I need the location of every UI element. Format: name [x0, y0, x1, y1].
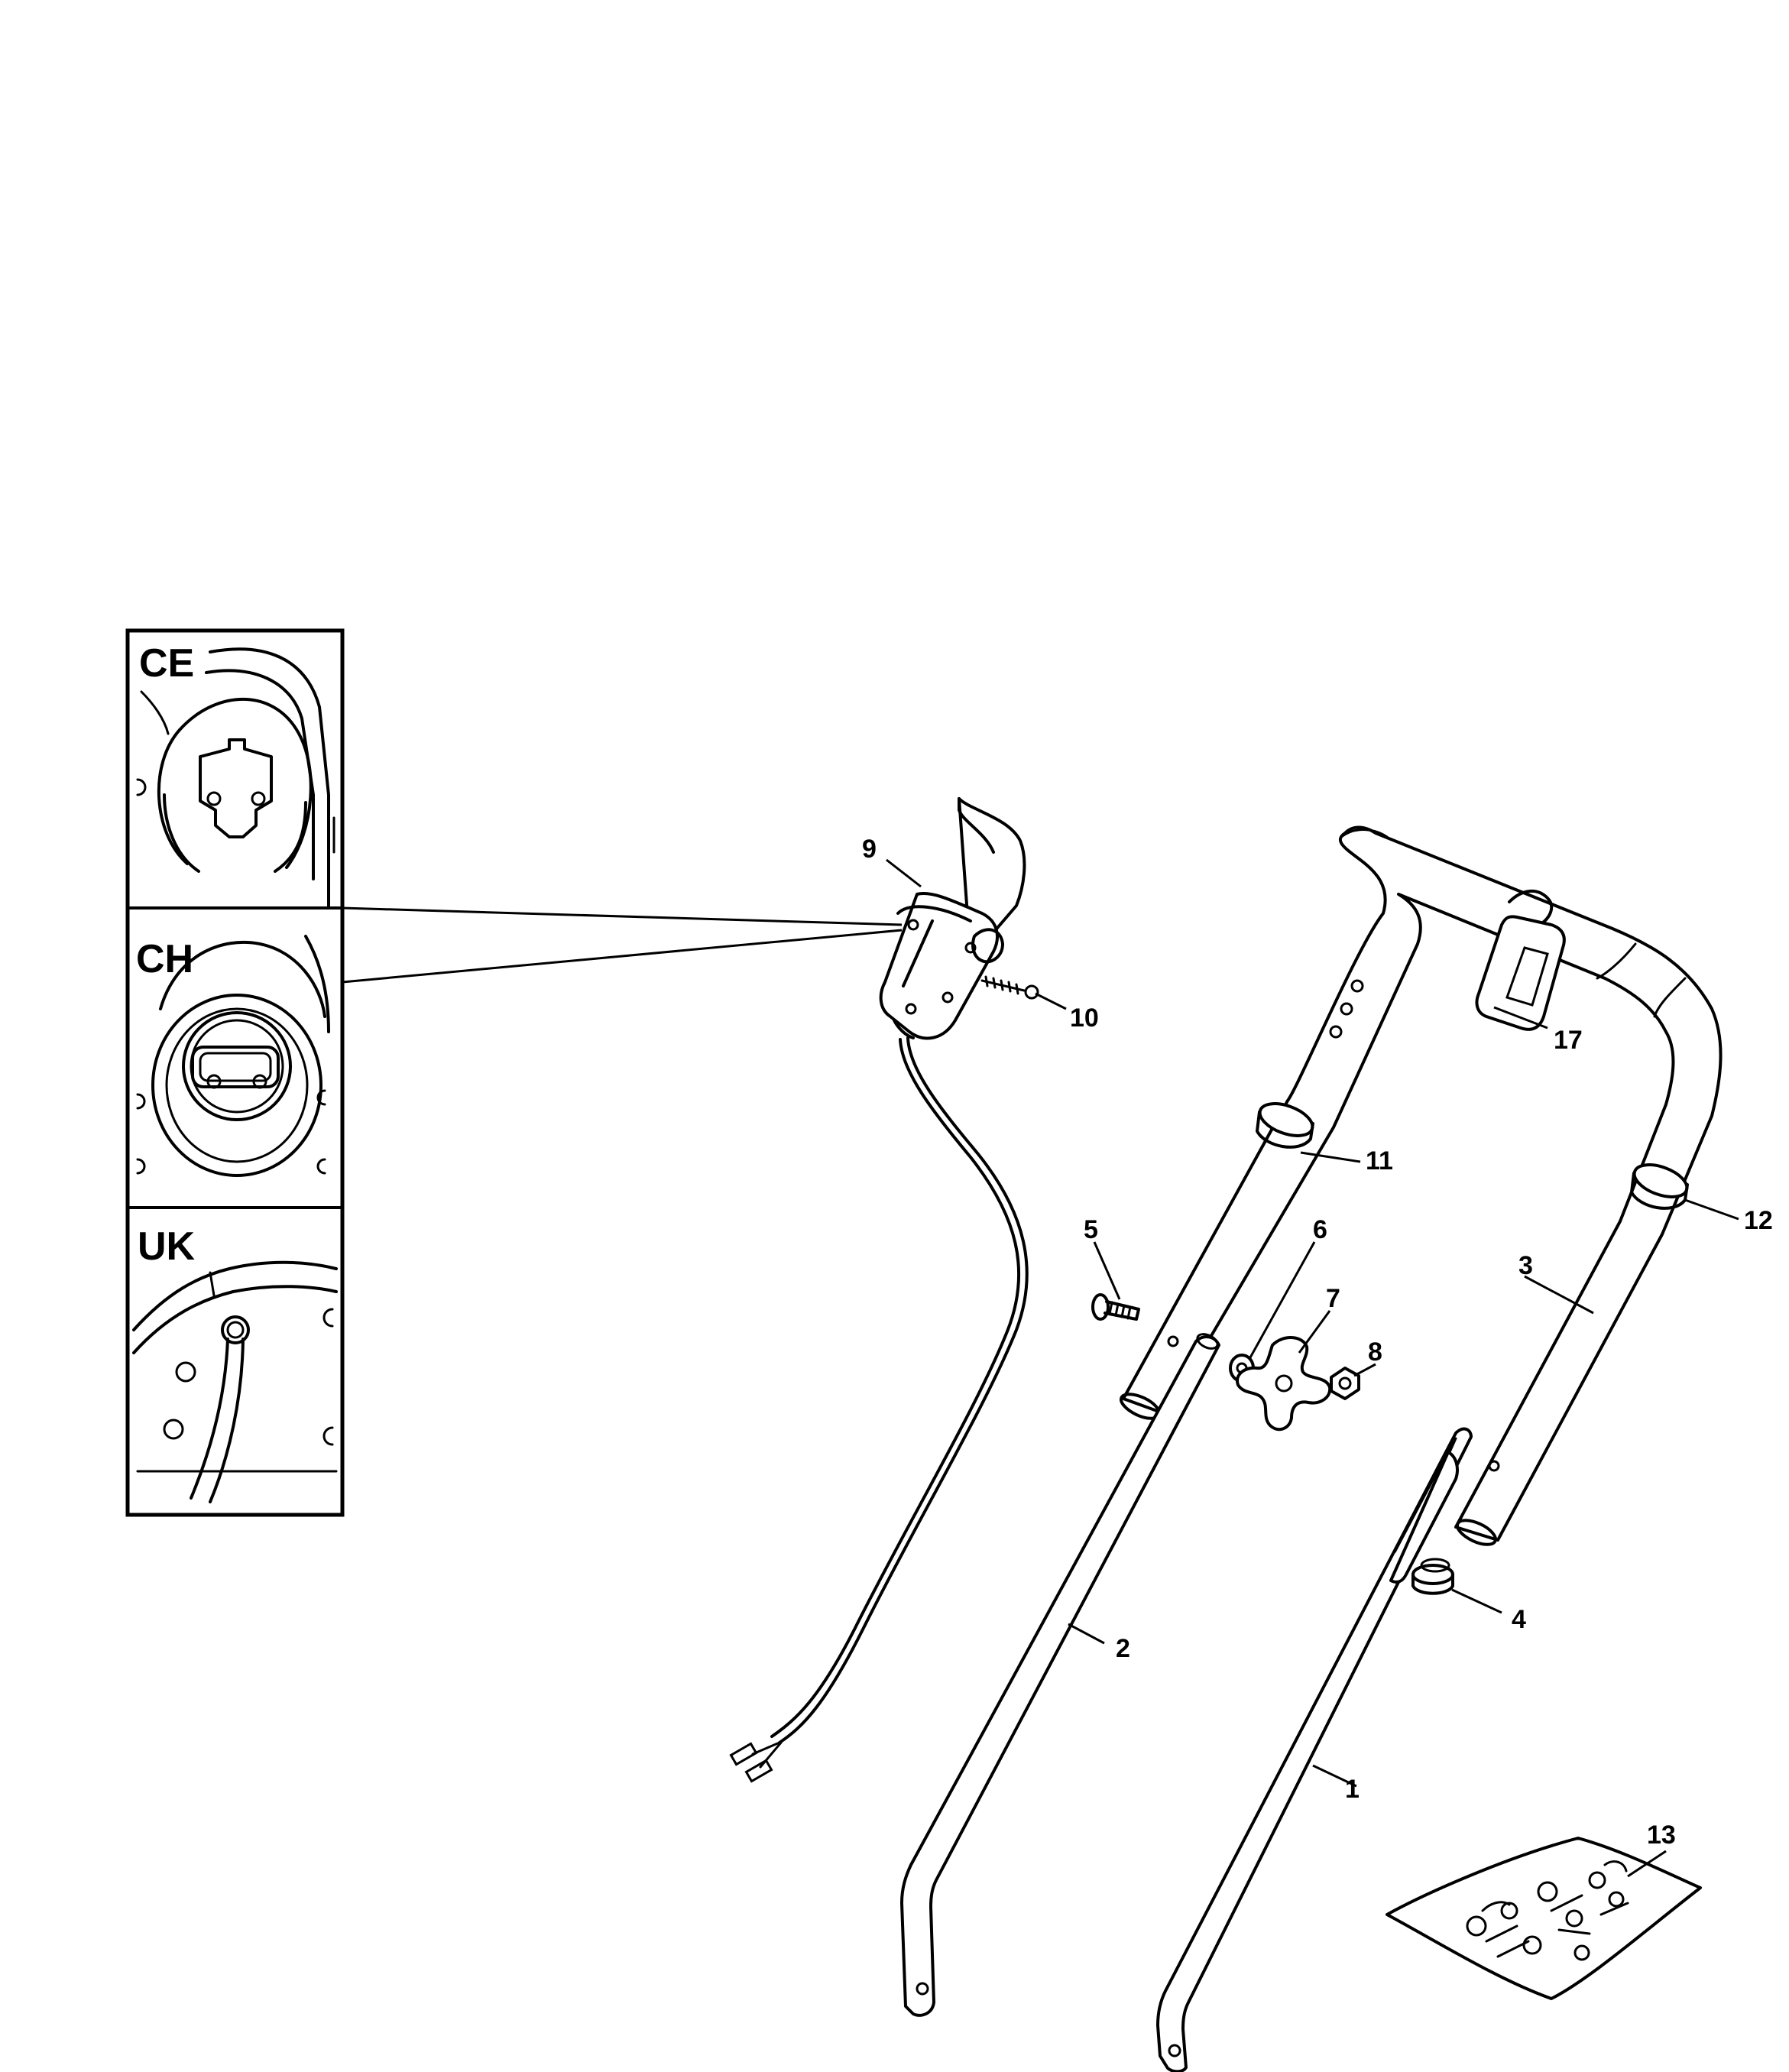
switch-box [879, 797, 1026, 1040]
callout-12: 12 [1744, 1206, 1773, 1235]
inset-label-ch: CH [136, 937, 193, 981]
screw-10 [980, 975, 1039, 1000]
callout-leaders [886, 858, 1739, 1878]
callout-13: 13 [1647, 1821, 1676, 1850]
inset-ch: CH [136, 935, 330, 1177]
power-cable [729, 1036, 1029, 1783]
bolt-5 [1091, 1293, 1140, 1321]
nut-8 [1330, 1367, 1360, 1400]
callout-5: 5 [1084, 1215, 1098, 1244]
callout-numbers: 1 2 3 4 5 6 7 8 9 10 11 12 13 17 [862, 835, 1773, 1850]
callout-17: 17 [1554, 1026, 1583, 1055]
inset-label-ce: CE [139, 641, 194, 686]
callout-4: 4 [1512, 1605, 1526, 1634]
inset-label-uk: UK [138, 1224, 196, 1269]
cable-clip-17 [1475, 890, 1566, 1031]
callout-3: 3 [1518, 1251, 1533, 1280]
callout-11: 11 [1366, 1146, 1393, 1175]
inset-ce: CE [136, 641, 335, 910]
plug-variants-panel: CE CH [125, 628, 345, 1517]
upper-handle [1120, 825, 1723, 1546]
callout-6: 6 [1313, 1215, 1327, 1244]
inset-uk: UK [132, 1224, 338, 1503]
callout-2: 2 [1116, 1634, 1130, 1663]
knob-7 [1236, 1336, 1332, 1432]
lower-handle-1 [1156, 1427, 1473, 2072]
callout-7: 7 [1326, 1284, 1340, 1313]
callout-10: 10 [1070, 1004, 1099, 1033]
hardware-bag-13 [1386, 1837, 1702, 2000]
callout-1: 1 [1345, 1775, 1360, 1804]
plug-4 [1411, 1558, 1454, 1595]
callout-8: 8 [1368, 1338, 1382, 1367]
callout-9: 9 [862, 835, 877, 864]
lower-handle-2 [900, 1333, 1220, 2017]
